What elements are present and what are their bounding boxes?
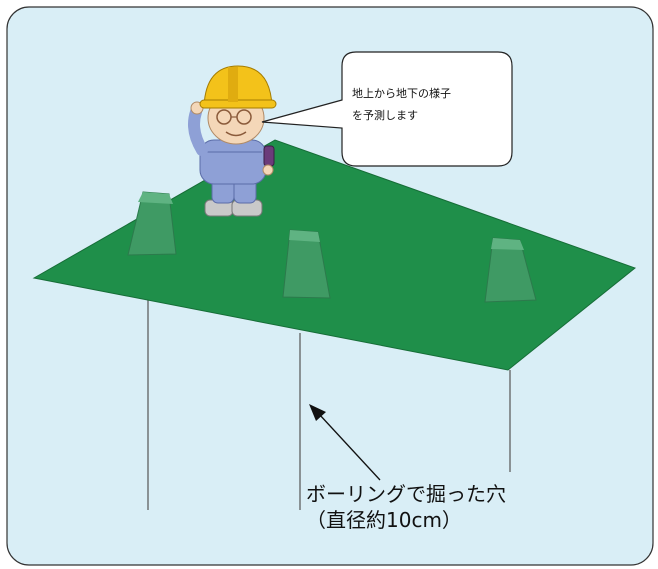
speech-bubble-text: 地上から地下の様子 を予測します	[352, 83, 512, 127]
concrete-footing-icon	[484, 237, 537, 303]
concrete-footing-icon	[127, 191, 177, 256]
boring-hole-caption: ボーリングで掘った穴 （直径約10cm）	[306, 481, 506, 533]
speech-bubble	[261, 51, 513, 167]
concrete-footing-icon	[282, 229, 331, 299]
caption-line-2: （直径約10cm）	[306, 508, 462, 532]
pointer-arrow	[309, 404, 381, 481]
ground-plane	[32, 139, 637, 371]
worker-character-icon	[188, 65, 277, 217]
boring-holes	[147, 297, 511, 510]
speech-bubble-line-2: を予測します	[352, 109, 418, 122]
speech-bubble-line-1: 地上から地下の様子	[352, 87, 451, 100]
caption-line-1: ボーリングで掘った穴	[306, 482, 506, 506]
